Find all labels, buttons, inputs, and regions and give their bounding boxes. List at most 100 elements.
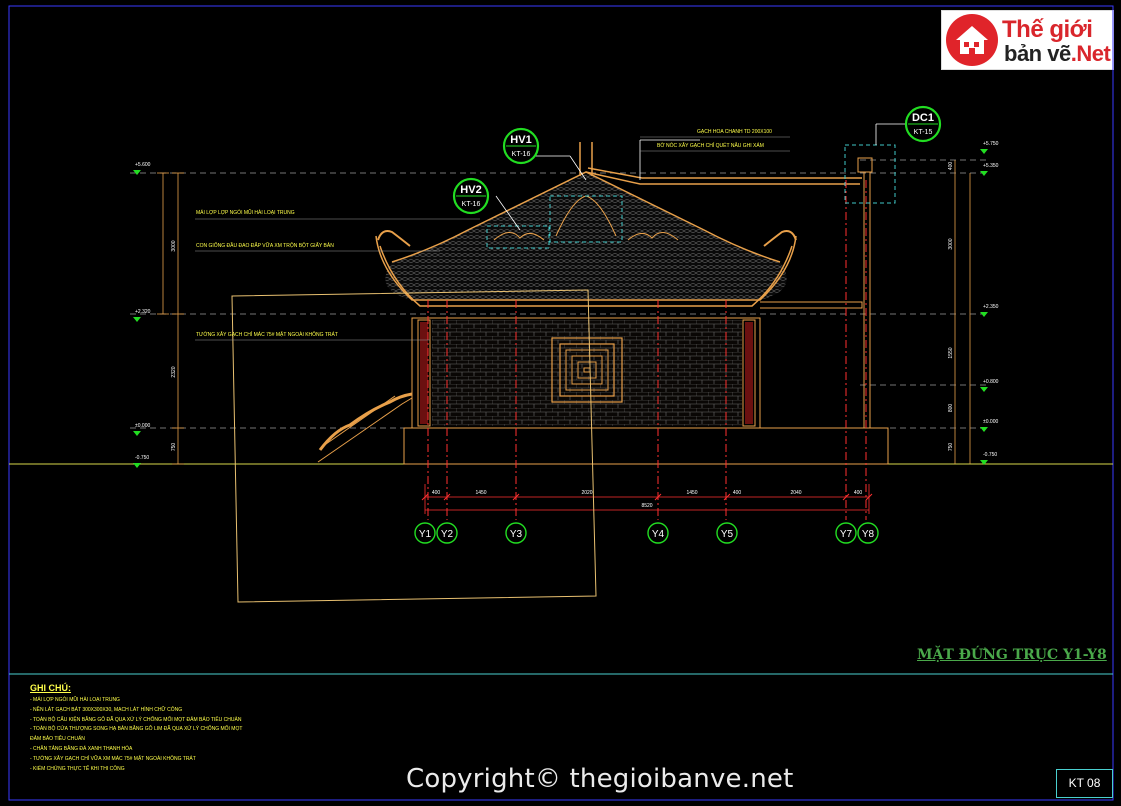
level-marker bbox=[980, 387, 988, 392]
brand-line2: bản vẽ.Net bbox=[1004, 41, 1111, 67]
roof-dragons bbox=[377, 230, 797, 247]
note-item: - CHÂN TẢNG BẰNG ĐÁ XANH THANH HÓA bbox=[30, 745, 133, 752]
level-label: -0.750 bbox=[983, 452, 997, 458]
axis-label: Y7 bbox=[840, 529, 853, 540]
axis-label: Y4 bbox=[652, 529, 665, 540]
level-marker bbox=[980, 460, 988, 465]
axis-bubble bbox=[647, 522, 669, 544]
detail-boxes bbox=[486, 144, 896, 249]
callout-id: HV2 bbox=[460, 184, 481, 196]
callout-ref: KT-15 bbox=[914, 129, 933, 136]
vertical-dim-text: 3000 bbox=[948, 238, 954, 249]
dimension-total: 8520 bbox=[641, 503, 652, 509]
level-marker bbox=[980, 427, 988, 432]
copyright-watermark: Copyright© thegioibanve.net bbox=[406, 764, 794, 794]
dimension-tick bbox=[723, 493, 731, 501]
label-roof-tiles: MÁI LỢP LỢP NGÓI MŨI HÀI LOẠI TRUNG bbox=[196, 210, 295, 216]
note-item: - TƯỜNG XÂY GẠCH CHỈ VỮA XM MÁC 75# MẶT … bbox=[30, 755, 196, 762]
notes-heading: GHI CHÚ: bbox=[30, 683, 71, 693]
sheet-code: KT 08 bbox=[1056, 769, 1113, 798]
level-label: +5.600 bbox=[135, 162, 151, 168]
roof-tiles bbox=[385, 172, 787, 300]
dimension-chain bbox=[424, 484, 870, 514]
label-dragon-figures: CON GIỐNG ĐẦU ĐAO ĐẮP VỮA XM TRỘN BỘT GI… bbox=[196, 243, 334, 249]
dimension-text: 1450 bbox=[686, 490, 697, 496]
view-title: MẶT ĐỨNG TRỤC Y1-Y8 bbox=[917, 647, 1107, 663]
label-leaders bbox=[195, 136, 790, 341]
axis-bubble bbox=[716, 522, 738, 544]
axis-label: Y8 bbox=[862, 529, 875, 540]
dimension-tick bbox=[443, 493, 451, 501]
axis-bubble bbox=[505, 522, 527, 544]
house-icon bbox=[946, 14, 998, 66]
axis-label: Y2 bbox=[441, 529, 454, 540]
dimension-text: 400 bbox=[432, 490, 441, 496]
level-marker bbox=[133, 431, 141, 436]
leader-lines bbox=[495, 123, 905, 231]
brand-logo: Thế giới bản vẽ.Net bbox=[941, 10, 1114, 70]
dynamic-layer: Y1 Y2 Y3 Y4 Y5 Y7 Y8 400 1450 2020 1450 400 2040 400 8… bbox=[133, 105, 999, 544]
level-marker bbox=[133, 317, 141, 322]
callout-id: HV1 bbox=[510, 134, 531, 146]
level-label: +2.320 bbox=[135, 309, 151, 315]
level-marker bbox=[133, 170, 141, 175]
vertical-dim-text: 750 bbox=[171, 443, 177, 452]
level-marker bbox=[133, 463, 141, 468]
level-label: +5.350 bbox=[983, 163, 999, 169]
axis-label: Y3 bbox=[510, 529, 523, 540]
brand-line2-a: bản vẽ bbox=[1004, 41, 1071, 66]
vertical-dim-text: 1550 bbox=[948, 347, 954, 358]
vertical-dim-text: 800 bbox=[948, 404, 954, 413]
callout-ref: KT-16 bbox=[462, 201, 481, 208]
axis-lines bbox=[427, 180, 867, 520]
dimension-text: 400 bbox=[733, 490, 742, 496]
vertical-dim-text: 400 bbox=[948, 162, 954, 171]
vertical-dim-text: 3000 bbox=[171, 240, 177, 251]
stair-rail bbox=[318, 392, 413, 451]
dimension-tick bbox=[842, 493, 850, 501]
axis-label: Y5 bbox=[721, 529, 734, 540]
level-marker bbox=[980, 149, 988, 154]
roof-lines bbox=[375, 142, 862, 307]
level-label: +0.800 bbox=[983, 379, 999, 385]
reference-frame bbox=[231, 289, 597, 603]
level-label: +2.350 bbox=[983, 304, 999, 310]
left-vertical-dims bbox=[157, 172, 184, 465]
dimension-text: 1450 bbox=[475, 490, 486, 496]
vertical-dim-text: 2320 bbox=[171, 366, 177, 377]
dimension-tick bbox=[654, 493, 662, 501]
axis-bubble bbox=[857, 522, 879, 544]
note-item: - TOÀN BỘ CỬA THƯỢNG SONG HẠ BẢN BẰNG GỖ… bbox=[30, 726, 243, 733]
note-item: ĐẢM BẢO TIÊU CHUẨN bbox=[30, 736, 85, 743]
vertical-dim-text: 750 bbox=[948, 443, 954, 452]
dimension-text: 2020 bbox=[581, 490, 592, 496]
axis-label: Y1 bbox=[419, 529, 432, 540]
dimension-tick bbox=[421, 493, 429, 501]
central-ornament bbox=[551, 337, 623, 403]
note-item: - KIỂM CHỨNG THỰC TẾ KHI THI CÔNG bbox=[30, 765, 125, 772]
label-ridge-wall: BỜ NÓC XÂY GẠCH CHỈ QUÉT NÂU GHI XÁM bbox=[657, 143, 764, 149]
right-vertical-dims bbox=[954, 160, 971, 464]
level-marker bbox=[980, 171, 988, 176]
level-marker bbox=[980, 312, 988, 317]
axis-bubble bbox=[414, 522, 436, 544]
note-item: - MÁI LỢP NGÓI MŨI HÀI LOẠI TRUNG bbox=[30, 697, 120, 703]
wall-body bbox=[411, 317, 761, 429]
column-fill bbox=[420, 322, 753, 424]
label-wall: TƯỜNG XÂY GẠCH CHỈ MÁC 75# MẶT NGOÀI KHÔ… bbox=[196, 332, 338, 338]
notes-block: GHI CHÚ: - MÁI LỢP NGÓI MŨI HÀI LOẠI TRU… bbox=[30, 683, 350, 774]
note-item: - NỀN LÁT GẠCH BÁT 300X300X30, MẠCH LÁT … bbox=[30, 706, 183, 713]
note-item: - TOÀN BỘ CẤU KIỆN BẰNG GỖ ĐÃ QUA XỬ LÝ … bbox=[30, 716, 242, 723]
level-label: -0.750 bbox=[135, 455, 149, 461]
label-ridge-brick: GẠCH HOA CHANH TD 200X100 bbox=[697, 129, 772, 135]
level-label: ±0.000 bbox=[983, 419, 998, 425]
level-label: ±0.000 bbox=[135, 423, 150, 429]
axis-bubble bbox=[835, 522, 857, 544]
callout-ref: KT-16 bbox=[512, 151, 531, 158]
notes-list: - MÁI LỢP NGÓI MŨI HÀI LOẠI TRUNG - NỀN L… bbox=[30, 696, 350, 774]
dimension-tick bbox=[865, 493, 873, 501]
dimension-text: 400 bbox=[854, 490, 863, 496]
drawing-frame bbox=[8, 5, 1114, 801]
dimension-text: 2040 bbox=[790, 490, 801, 496]
